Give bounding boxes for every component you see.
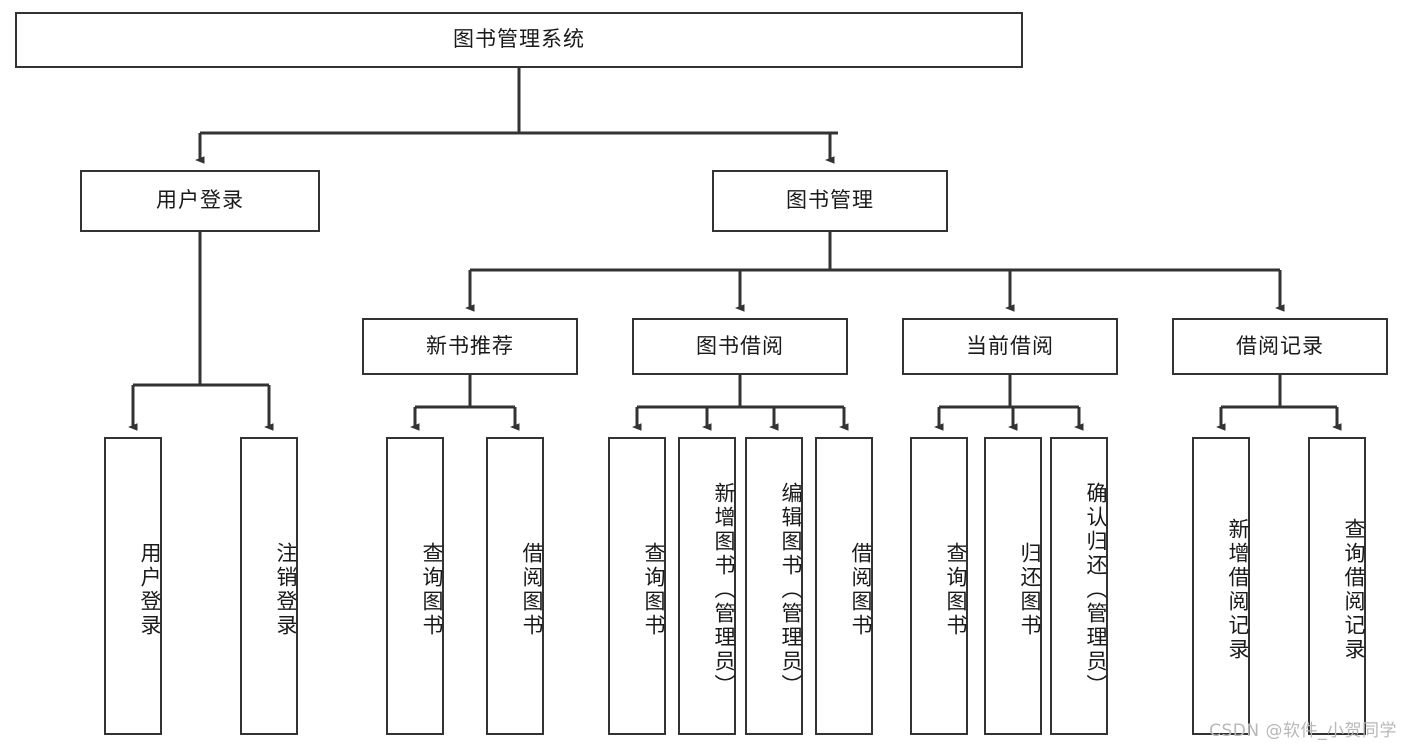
- node-leaf-query-book-current[interactable]: 查询图书: [910, 437, 968, 735]
- node-label: 确认归还（管理员）: [1084, 482, 1108, 698]
- node-leaf-query-book-recommend[interactable]: 查询图书: [386, 437, 444, 735]
- node-leaf-add-book-admin[interactable]: 新增图书（管理员）: [678, 437, 736, 735]
- node-leaf-query-borrow-record[interactable]: 查询借阅记录: [1308, 437, 1366, 735]
- node-label: 借阅图书: [520, 542, 544, 638]
- node-label: 注销登录: [274, 542, 298, 638]
- node-label: 编辑图书（管理员）: [779, 482, 803, 698]
- node-leaf-query-book-borrow[interactable]: 查询图书: [608, 437, 666, 735]
- node-borrow-record[interactable]: 借阅记录: [1172, 318, 1388, 375]
- node-leaf-user-logout[interactable]: 注销登录: [240, 437, 298, 735]
- node-leaf-edit-book-admin[interactable]: 编辑图书（管理员）: [745, 437, 803, 735]
- node-label: 用户登录: [156, 188, 244, 213]
- node-root-system[interactable]: 图书管理系统: [15, 12, 1023, 68]
- node-user-login[interactable]: 用户登录: [80, 170, 320, 232]
- node-book-borrow[interactable]: 图书借阅: [632, 318, 848, 375]
- node-label: 查询图书: [420, 542, 444, 638]
- node-label: 图书管理系统: [453, 27, 585, 52]
- node-label: 图书管理: [786, 188, 874, 213]
- node-leaf-confirm-return-admin[interactable]: 确认归还（管理员）: [1050, 437, 1108, 735]
- node-new-book-recommend[interactable]: 新书推荐: [362, 318, 578, 375]
- node-label: 图书借阅: [696, 333, 784, 358]
- node-book-manage[interactable]: 图书管理: [712, 170, 948, 232]
- node-label: 查询图书: [642, 542, 666, 638]
- node-label: 新增借阅记录: [1226, 518, 1250, 662]
- node-label: 借阅记录: [1236, 333, 1324, 358]
- watermark: CSDN @软件_小贺同学: [1209, 721, 1397, 741]
- node-leaf-return-book[interactable]: 归还图书: [984, 437, 1042, 735]
- node-label: 借阅图书: [849, 542, 873, 638]
- node-label: 当前借阅: [966, 333, 1054, 358]
- node-label: 新书推荐: [426, 333, 514, 358]
- node-label: 归还图书: [1018, 542, 1042, 638]
- node-leaf-borrow-book[interactable]: 借阅图书: [815, 437, 873, 735]
- node-leaf-add-borrow-record[interactable]: 新增借阅记录: [1192, 437, 1250, 735]
- node-label: 查询借阅记录: [1342, 518, 1366, 662]
- node-label: 查询图书: [944, 542, 968, 638]
- node-label: 用户登录: [138, 542, 162, 638]
- node-label: 新增图书（管理员）: [712, 482, 736, 698]
- node-leaf-borrow-book-recommend[interactable]: 借阅图书: [486, 437, 544, 735]
- node-leaf-user-login[interactable]: 用户登录: [104, 437, 162, 735]
- node-current-borrow[interactable]: 当前借阅: [902, 318, 1118, 375]
